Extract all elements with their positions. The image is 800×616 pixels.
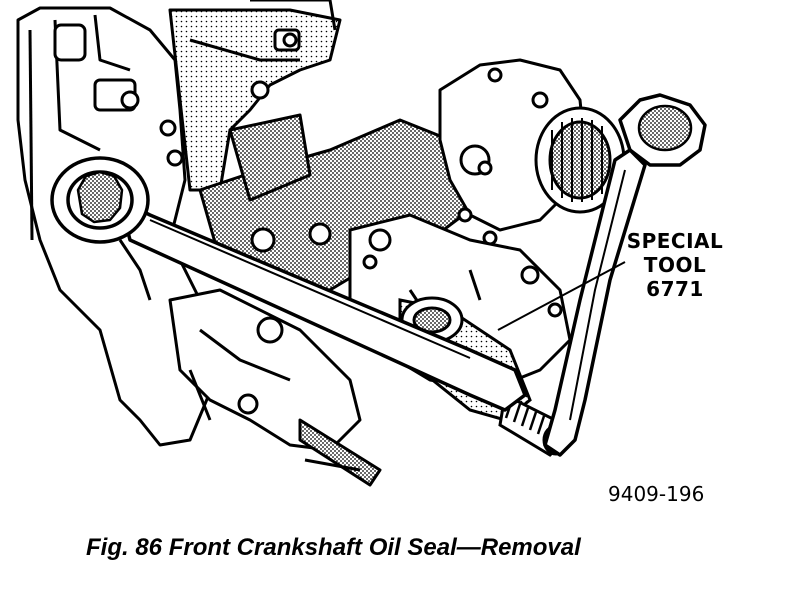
callout-leader-line (497, 261, 626, 331)
box-end-wrench (50, 156, 527, 412)
engine-block (16, 0, 626, 487)
special-tool-6771 (543, 93, 707, 457)
callout-label-line3: 6771 (646, 277, 704, 301)
callout-label-line2: TOOL (643, 253, 707, 277)
callout-label-line1: SPECIAL (626, 229, 724, 253)
figure-code: 9409-196 (608, 482, 705, 506)
figure-caption: Fig. 86 Front Crankshaft Oil Seal—Remova… (86, 534, 581, 561)
